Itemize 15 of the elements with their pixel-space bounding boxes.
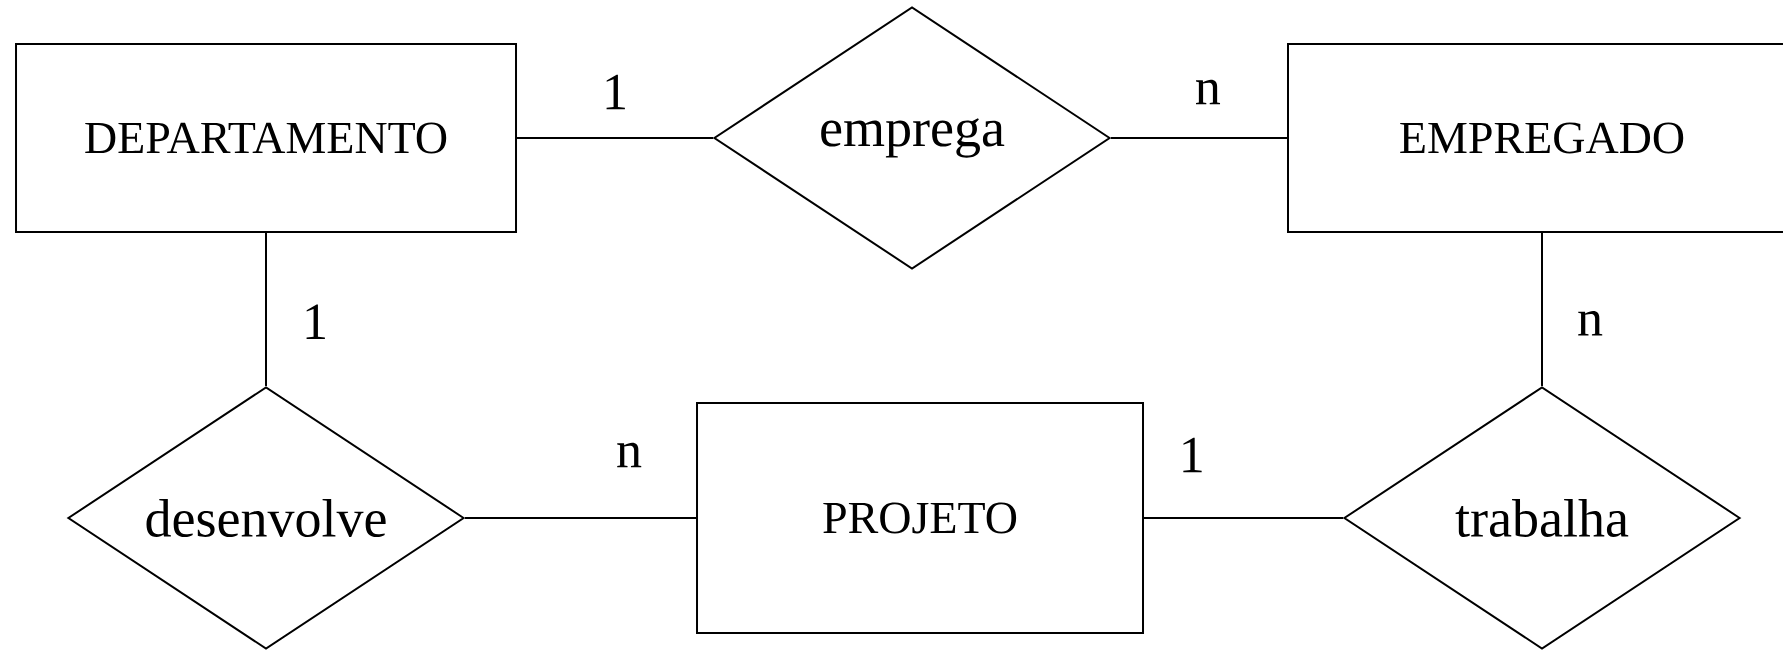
cardinality-label: 1	[606, 74, 625, 110]
cardinality-label: n	[617, 442, 642, 468]
connector-line	[1143, 517, 1344, 519]
cardinality-label: 1	[306, 304, 325, 339]
cardinality-label: 1	[1183, 437, 1202, 473]
entity-box: PROJETO	[696, 402, 1144, 634]
entity-box: EMPREGADO	[1287, 43, 1783, 233]
cardinality-label: n	[1196, 79, 1221, 105]
connector-line	[1541, 232, 1543, 387]
connector-line	[1110, 137, 1288, 139]
connector-line	[516, 137, 714, 139]
entity-box: DEPARTAMENTO	[15, 43, 517, 233]
cardinality-label: n	[1578, 311, 1603, 336]
connector-line	[464, 517, 697, 519]
connector-line	[265, 232, 267, 387]
